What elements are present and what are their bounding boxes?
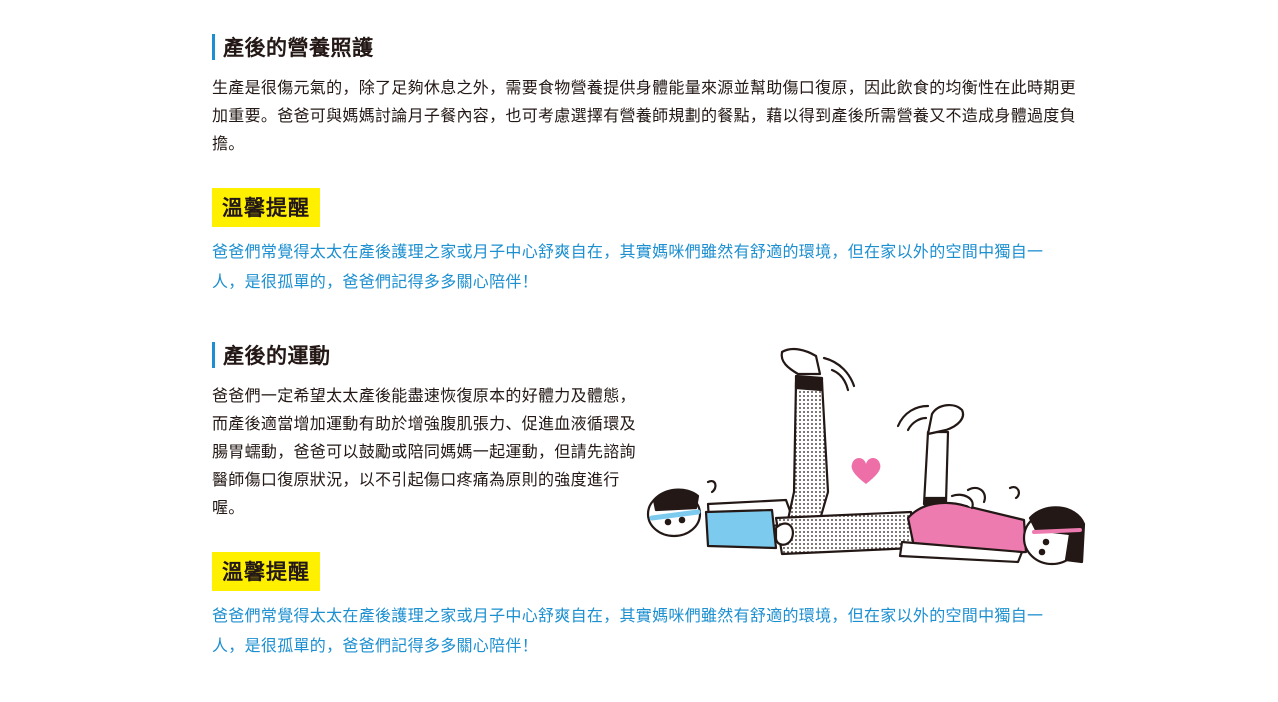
section-body-nutrition: 生產是很傷元氣的，除了足夠休息之外，需要食物營養提供身體能量來源並幫助傷口復原，… <box>212 78 1076 153</box>
section-title-nutrition: 產後的營養照護 <box>212 34 623 60</box>
tip-badge: 溫馨提醒 <box>212 552 320 591</box>
tip-text: 爸爸們常覺得太太在產後護理之家或月子中心舒爽自在，其實媽咪們雖然有舒適的環境，但… <box>212 606 1044 655</box>
section-title-exercise: 產後的運動 <box>212 342 623 368</box>
couple-leg-exercise-illustration <box>646 347 1086 566</box>
section-title-text: 產後的營養照護 <box>223 36 374 60</box>
heart-shape <box>851 458 881 484</box>
section-title-text: 產後的運動 <box>223 344 331 368</box>
tip-text: 爸爸們常覺得太太在產後護理之家或月子中心舒爽自在，其實媽咪們雖然有舒適的環境，但… <box>212 242 1044 291</box>
tip-badge: 溫馨提醒 <box>212 188 320 227</box>
section-body-exercise: 爸爸們一定希望太太產後能盡速恢復原本的好體力及體態，而產後適當增加運動有助於增強… <box>212 386 636 517</box>
